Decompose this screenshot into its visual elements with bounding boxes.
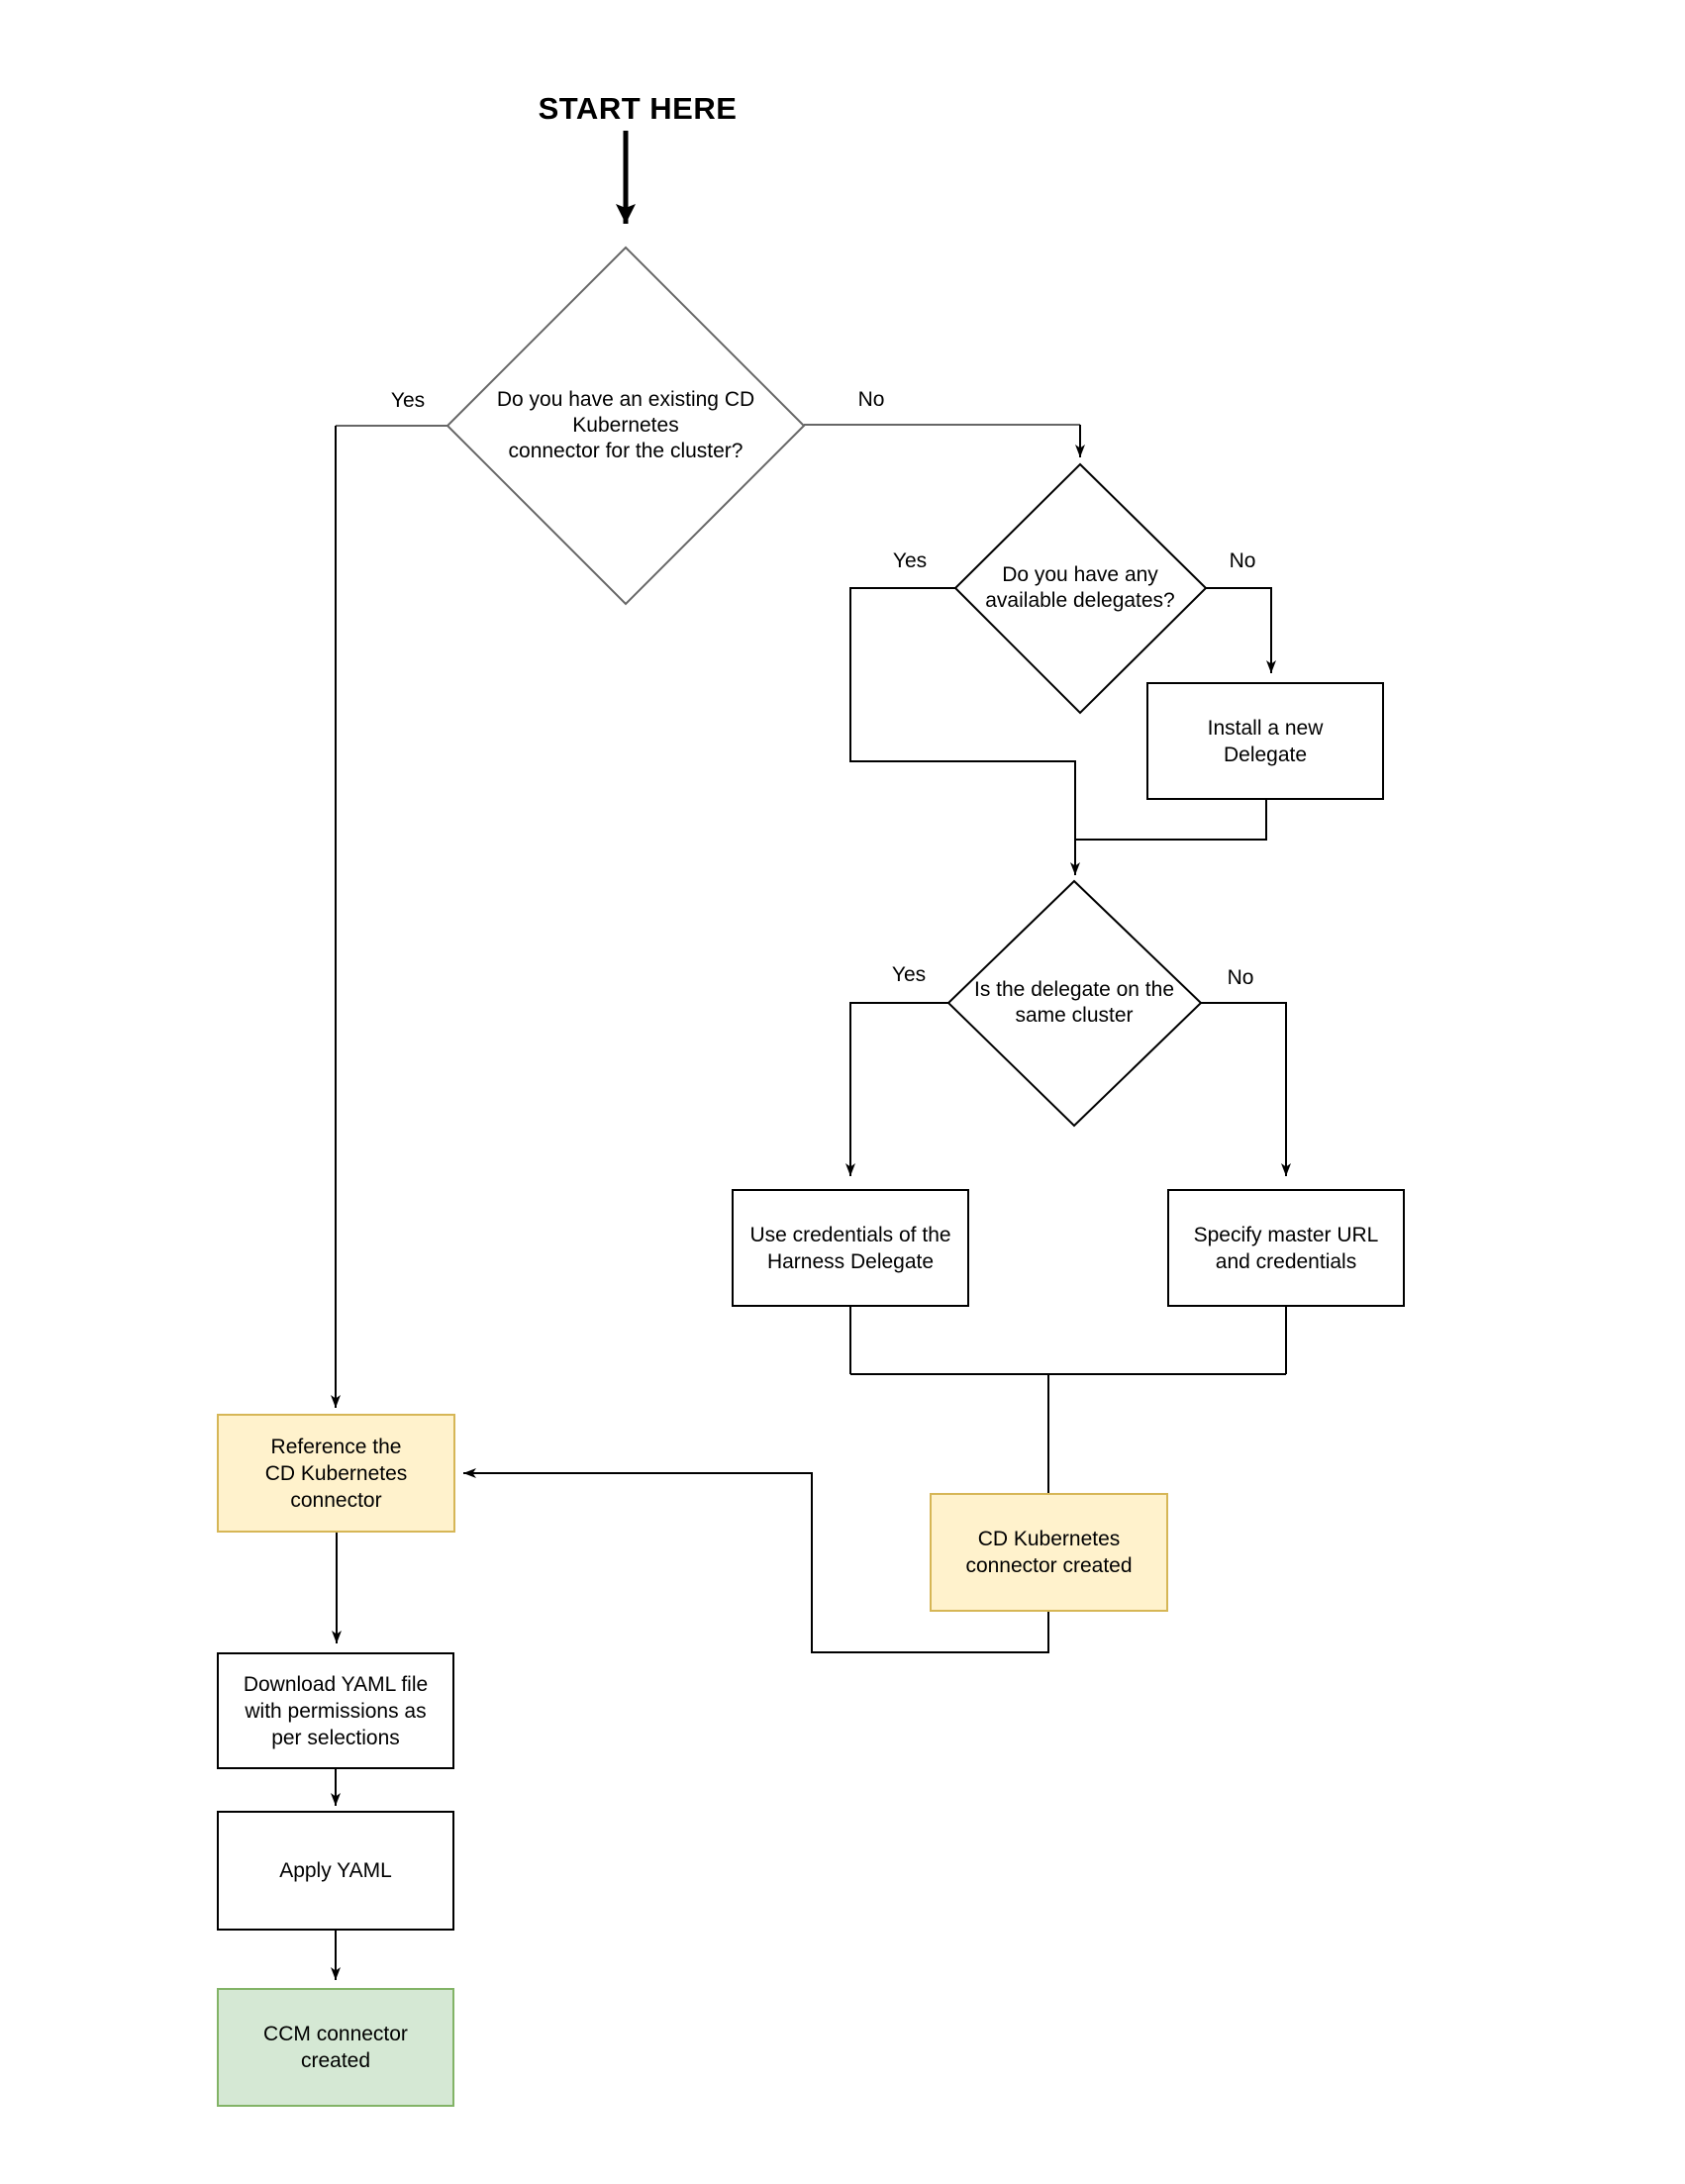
edge-decision3-no: [1201, 1002, 1291, 1176]
node-apply-yaml: Apply YAML: [217, 1811, 454, 1931]
node-use-credentials: Use credentials of the Harness Delegate: [732, 1189, 969, 1307]
edge-decision2-yes: [849, 587, 1080, 875]
decision-same-cluster-shape: [946, 879, 1203, 1128]
decision-existing-connector-label: Do you have an existing CD Kubernetes co…: [496, 388, 755, 462]
edge-decision3-yes: [845, 1002, 948, 1176]
node-ccm-connector-created: CCM connector created: [217, 1988, 454, 2107]
label-decision1-yes: Yes: [390, 389, 426, 412]
decision-same-cluster-label: Is the delegate on the same cluster: [974, 978, 1174, 1027]
node-download-yaml: Download YAML file with permissions as p…: [217, 1652, 454, 1769]
node-install-delegate: Install a new Delegate: [1146, 682, 1384, 800]
node-reference-connector: Reference the CD Kubernetes connector: [217, 1414, 455, 1533]
node-specify-master-url: Specify master URL and credentials: [1167, 1189, 1405, 1307]
node-cd-connector-created: CD Kubernetes connector created: [930, 1493, 1168, 1612]
label-decision3-yes: Yes: [891, 963, 927, 986]
decision-existing-connector-shape: [446, 246, 806, 606]
decision-available-delegates-label: Do you have any available delegates?: [985, 563, 1175, 612]
edge-cd-created-to-reference: [463, 1468, 1049, 1653]
label-decision3-no: No: [1227, 966, 1254, 989]
label-decision2-no: No: [1229, 549, 1256, 572]
decision-available-delegates-shape: [953, 462, 1208, 715]
edge-decision2-no: [1206, 587, 1276, 673]
label-decision2-yes: Yes: [892, 549, 928, 572]
edge-install-out: [1075, 800, 1267, 841]
page-title: START HERE: [538, 91, 738, 126]
label-decision1-no: No: [857, 388, 885, 411]
